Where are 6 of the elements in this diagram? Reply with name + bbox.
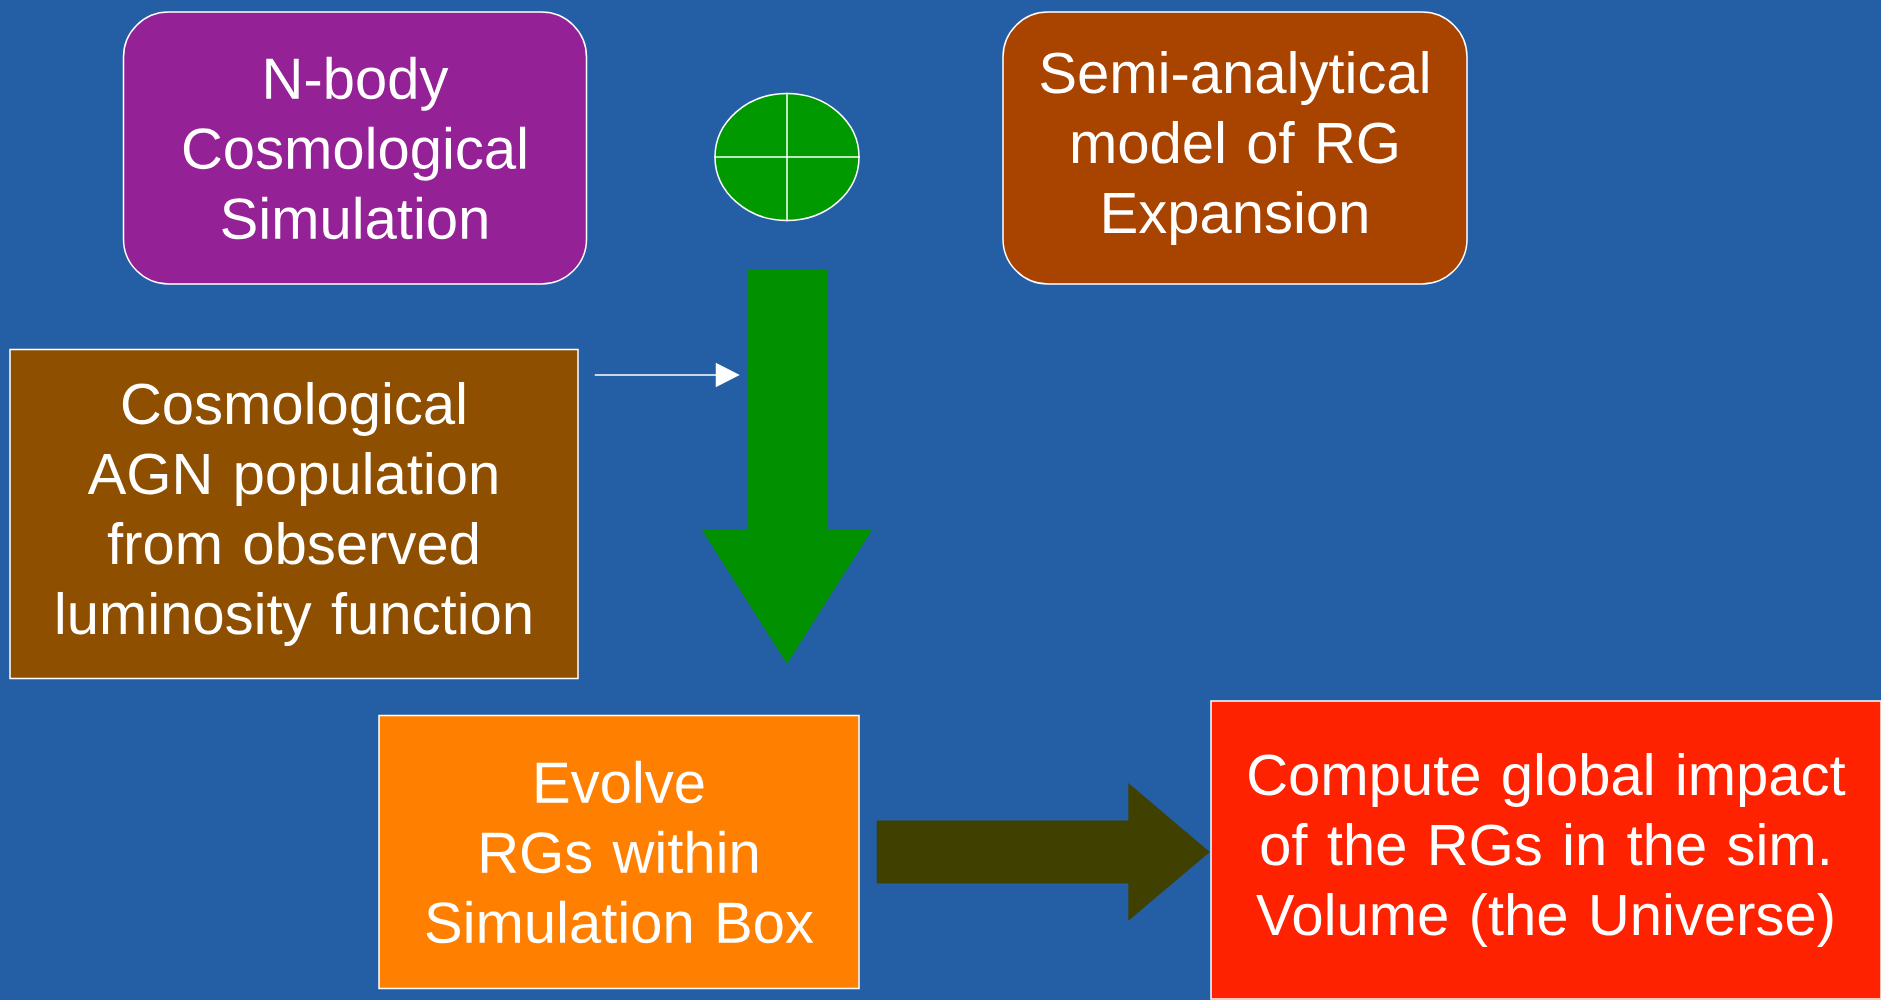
process-box: Compute global impact of the RGs in the sim. Volume (the Universe): [1210, 700, 1881, 1000]
process-box: Evolve RGs within Simulation Box: [378, 714, 860, 990]
process-box: Cosmological AGN population from observed luminosity function: [9, 348, 579, 680]
process-box: N-body Cosmological Simulation: [122, 11, 588, 285]
process-box: Semi-analytical model of RG Expansion: [1002, 11, 1468, 285]
crossed-circle: [713, 92, 861, 222]
